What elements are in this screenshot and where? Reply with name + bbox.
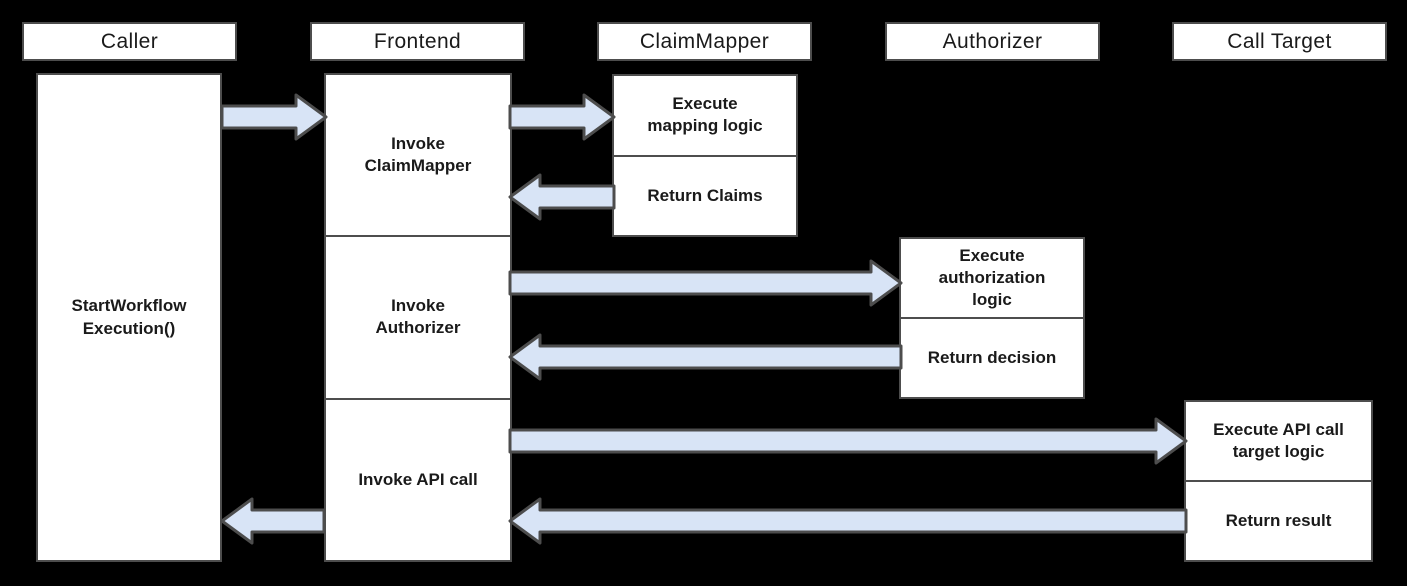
step-execute-mapping-logic: Execute mapping logic: [647, 94, 763, 136]
step-return-decision: Return decision: [901, 317, 1083, 397]
arrow-call-target-to-frontend: [508, 497, 1188, 545]
arrow-claimmapper-to-frontend: [508, 173, 616, 221]
arrow-caller-to-frontend: [220, 93, 328, 141]
arrow-frontend-to-caller: [220, 497, 326, 545]
arrow-frontend-to-call-target: [508, 417, 1188, 465]
actor-box-authorizer: Authorizer: [885, 22, 1100, 61]
actor-box-claimmapper: ClaimMapper: [597, 22, 812, 61]
actor-label-claimmapper: ClaimMapper: [639, 29, 770, 53]
step-startworkflowexecution: StartWorkflow Execution(): [71, 296, 187, 338]
arrow-authorizer-to-frontend: [508, 333, 903, 381]
step-invoke-claimmapper: Invoke ClaimMapper: [364, 134, 472, 176]
actor-box-caller: Caller: [22, 22, 237, 61]
step-return-result: Return result: [1186, 480, 1371, 560]
activation-caller: StartWorkflow Execution(): [36, 73, 222, 562]
arrow-frontend-to-authorizer: [508, 259, 903, 307]
arrow-frontend-to-claimmapper: [508, 93, 616, 141]
step-invoke-authorizer: Invoke Authorizer: [326, 235, 510, 397]
step-execute-api-call-target-logic: Execute API call target logic: [1213, 419, 1344, 461]
step-return-claims: Return Claims: [614, 154, 796, 236]
actor-label-authorizer: Authorizer: [942, 29, 1043, 53]
activation-claimmapper: Execute mapping logic Return Claims: [612, 74, 798, 237]
activation-authorizer: Execute authorization logic Return decis…: [899, 237, 1085, 399]
activation-frontend: Invoke ClaimMapper Invoke Authorizer Inv…: [324, 73, 512, 562]
actor-label-frontend: Frontend: [373, 29, 462, 53]
step-execute-authorization-logic: Execute authorization logic: [938, 245, 1046, 310]
actor-box-frontend: Frontend: [310, 22, 525, 61]
activation-call-target: Execute API call target logic Return res…: [1184, 400, 1373, 562]
actor-box-call-target: Call Target: [1172, 22, 1387, 61]
actor-label-caller: Caller: [100, 29, 159, 53]
step-invoke-api-call: Invoke API call: [326, 397, 510, 560]
actor-label-call-target: Call Target: [1227, 29, 1332, 53]
